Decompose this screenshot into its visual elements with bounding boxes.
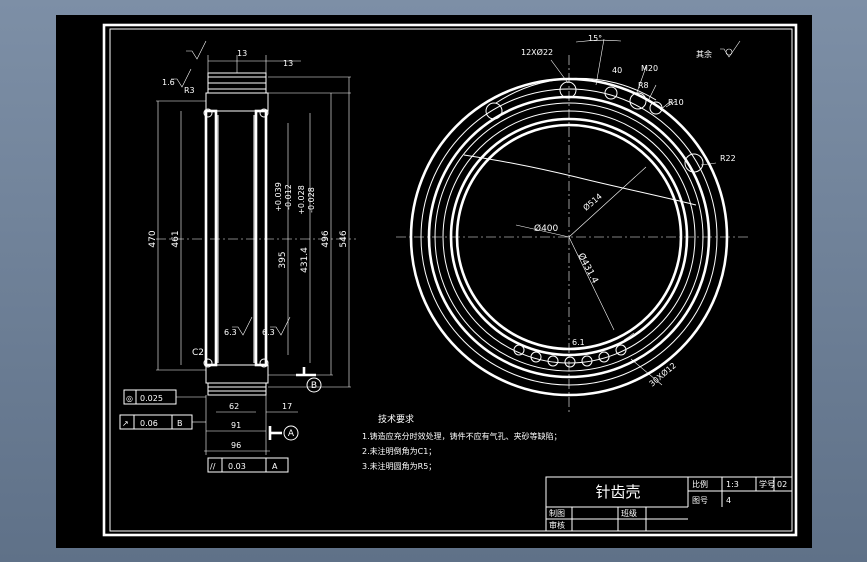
number-value: 02 — [777, 480, 787, 489]
part-name: 针齿壳 — [595, 483, 640, 501]
tol-431-lower: -0.028 — [307, 187, 316, 213]
dim-r22: R22 — [720, 154, 736, 163]
dim-top-left: 13 — [237, 49, 247, 58]
dim-96: 96 — [231, 441, 241, 450]
dim-d431: Ø431.4 — [575, 251, 600, 285]
dim-6-1: 6.1 — [572, 338, 585, 347]
dim-470: 470 — [148, 230, 158, 247]
dim-395: 395 — [278, 251, 288, 268]
dim-496: 496 — [321, 230, 331, 247]
class-label: 班级 — [621, 508, 637, 518]
checked-by-label: 审核 — [549, 520, 565, 530]
number-label: 学号 — [759, 479, 775, 489]
dim-17: 17 — [282, 402, 292, 411]
title-block: 针齿壳 比例 1:3 学号 02 图号 4 制图 班级 审核 — [545, 476, 793, 532]
roughness-top: 1.6 — [162, 78, 175, 87]
roughness-mid-left: 6.3 — [224, 328, 237, 337]
datum-a: A — [288, 429, 295, 439]
dim-angle: 15° — [588, 34, 602, 43]
tech-req-2: 2.未注明倒角为C1； — [362, 446, 436, 456]
dim-62: 62 — [229, 402, 239, 411]
tol-395-upper: +0.039 — [274, 182, 283, 212]
scale-label: 比例 — [692, 479, 708, 489]
tol2-datum: B — [177, 419, 183, 428]
tol-431-upper: +0.028 — [297, 185, 306, 215]
scale-value: 1:3 — [726, 480, 739, 489]
roughness-mid-right: 6.3 — [262, 328, 275, 337]
tech-req-title: 技术要求 — [378, 413, 414, 425]
radius-top: R3 — [184, 86, 195, 95]
chamfer-label: C2 — [192, 348, 204, 358]
tol1-symbol: ◎ — [126, 394, 133, 403]
dim-top-right: 13 — [283, 59, 293, 68]
tol2-value: 0.06 — [140, 419, 158, 428]
dim-546: 546 — [339, 230, 349, 247]
tol3-datum: A — [272, 462, 278, 471]
datum-b: B — [311, 381, 317, 391]
drawing-no-value: 4 — [726, 496, 731, 505]
outer-border — [102, 23, 798, 537]
dim-461: 461 — [171, 230, 181, 247]
dim-r8: R8 — [638, 81, 649, 90]
tol1-value: 0.025 — [140, 394, 163, 403]
front-view: 12XØ22 15° 40 M20 R8 R10 R22 Ø400 Ø514 Ø… — [396, 34, 748, 415]
roughness-note: 其余 — [696, 40, 741, 59]
inner-border — [109, 28, 793, 532]
dim-d400: Ø400 — [534, 223, 559, 234]
drawing-no-label: 图号 — [692, 496, 708, 505]
section-view: 13 13 1.6 R3 470 461 395 +0.039 -0.012 4… — [119, 40, 356, 473]
tol2-symbol: ↗ — [122, 419, 129, 428]
drawn-by-label: 制图 — [549, 508, 565, 518]
dim-holes-top: 12XØ22 — [521, 47, 553, 57]
dim-thread: M20 — [641, 64, 658, 73]
dim-91: 91 — [231, 421, 241, 430]
tech-req-3: 3.未注明圆角为R5； — [362, 461, 436, 471]
dim-431: 431.4 — [300, 247, 310, 273]
tol-395-lower: -0.012 — [284, 184, 293, 210]
drawing-canvas: 13 13 1.6 R3 470 461 395 +0.039 -0.012 4… — [102, 23, 798, 537]
cad-viewport[interactable]: 13 13 1.6 R3 470 461 395 +0.039 -0.012 4… — [56, 15, 812, 548]
tech-req-1: 1.铸造应充分时效处理，铸件不应有气孔、夹砂等缺陷； — [362, 431, 562, 441]
roughness-note-label: 其余 — [696, 49, 712, 59]
dim-r10: R10 — [668, 98, 684, 107]
tol3-value: 0.03 — [228, 462, 246, 471]
tech-requirements: 技术要求 1.铸造应充分时效处理，铸件不应有气孔、夹砂等缺陷； 2.未注明倒角为… — [362, 413, 562, 471]
tol3-symbol: // — [210, 462, 216, 471]
dim-pitch: 40 — [612, 66, 622, 75]
dim-d514: Ø514 — [581, 191, 604, 213]
